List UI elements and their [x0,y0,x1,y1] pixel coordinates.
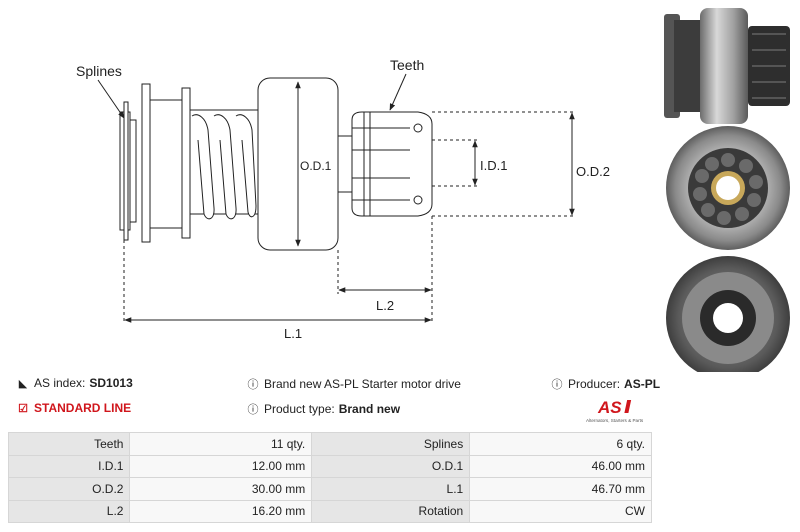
id1-label: I.D.1 [480,158,507,173]
teeth-leader [389,73,407,111]
brand-logo-mark: AS [597,398,622,417]
table-row: Teeth 11 qty. Splines 6 qty. [7,432,652,456]
spec-key: O.D.1 [311,454,471,478]
table-row: I.D.1 12.00 mm O.D.1 46.00 mm [7,454,652,478]
technical-drawing: Splines Teeth O.D.1 I.D.1 O.D.2 L.2 L.1 [76,57,610,341]
as-index-row: ◣ AS index: SD1013 [16,376,133,390]
spec-key: L.1 [311,477,471,501]
spring-coil [213,114,237,220]
table-row: O.D.2 30.00 mm L.1 46.70 mm [7,477,652,501]
standard-line-label: STANDARD LINE [34,401,132,415]
spec-value: 46.00 mm [469,454,652,478]
l2-label: L.2 [376,298,394,313]
producer-label: Producer: [568,377,621,391]
spec-value: CW [469,499,652,523]
spec-value: 11 qty. [129,432,313,456]
spec-value: 16.20 mm [129,499,313,523]
spec-key: Teeth [7,432,131,456]
specs-table: Teeth 11 qty. Splines 6 qty. I.D.1 12.00… [7,432,652,523]
photo-front-view [666,126,790,250]
info-icon: ⓘ [551,379,563,391]
product-photos [664,8,790,372]
spec-value: 12.00 mm [129,454,313,478]
table-row: L.2 16.20 mm Rotation CW [7,499,652,523]
producer-value: AS-PL [624,377,661,391]
spec-key: O.D.2 [7,477,131,501]
info-icon: ⓘ [247,404,259,416]
spec-value: 6 qty. [469,432,652,456]
as-index-label: AS index: [34,376,86,390]
producer-row: ⓘ Producer: AS-PL [550,376,661,392]
spec-value: 46.70 mm [469,477,652,501]
product-type-value: Brand new [338,402,401,416]
splines-leader [97,79,125,119]
description-row: ⓘ Brand new AS-PL Starter motor drive [246,376,461,392]
flange [141,83,151,243]
od2-label: O.D.2 [576,164,610,179]
photo-back-view [666,256,790,372]
l1-label: L.1 [284,326,302,341]
product-type-row: ⓘ Product type: Brand new [246,401,401,417]
od1-label: O.D.1 [300,159,332,173]
description-text: Brand new AS-PL Starter motor drive [264,377,461,391]
teeth-label: Teeth [390,57,424,73]
spring-coil [191,114,215,220]
spec-key: L.2 [7,499,131,523]
splines-label: Splines [76,63,122,79]
spec-value: 30.00 mm [129,477,313,501]
check-square-icon: ☑ [18,402,28,415]
photo-side-view [664,8,790,124]
standard-line-row: ☑ STANDARD LINE [16,401,131,415]
spec-key: Rotation [311,499,471,523]
info-icon: ⓘ [247,379,259,391]
brand-logo-tagline: Alternators, Starters & Parts [586,418,644,423]
spring-coil [235,114,257,218]
spec-key: I.D.1 [7,454,131,478]
pinion-gear [351,111,433,217]
brand-logo: AS Alternators, Starters & Parts [586,398,644,423]
product-type-label: Product type: [264,402,335,416]
tags-icon: ◣ [18,377,28,390]
spec-key: Splines [311,432,471,456]
as-index-value: SD1013 [89,376,133,390]
